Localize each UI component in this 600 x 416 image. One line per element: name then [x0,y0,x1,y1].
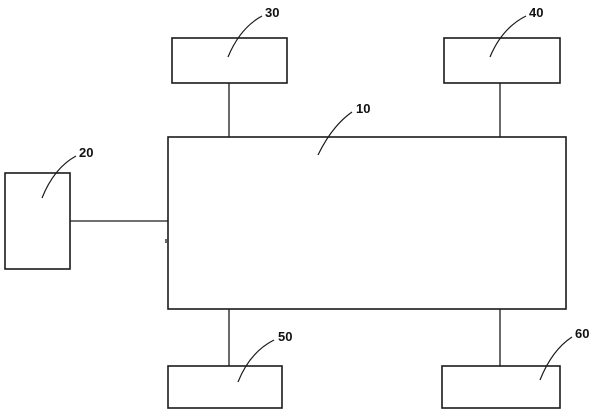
leader-top-left-block [227,15,263,58]
bottom-left-block [167,365,283,409]
leader-bottom-right-block [539,336,573,381]
main-block [167,136,567,310]
label-bottom-right-block: 60 [575,326,589,341]
bottom-right-block [441,365,561,409]
label-top-right-block: 40 [529,5,543,20]
label-left-block: 20 [79,145,93,160]
leader-top-right-block [489,15,527,58]
top-right-block [443,37,561,84]
leader-bottom-left-block [237,339,275,383]
label-top-left-block: 30 [265,5,279,20]
leader-left-block [41,155,77,199]
left-block [4,172,71,270]
top-left-block [171,37,288,84]
label-main-block: 10 [356,101,370,116]
label-bottom-left-block: 50 [278,329,292,344]
leader-main-block [317,111,353,156]
